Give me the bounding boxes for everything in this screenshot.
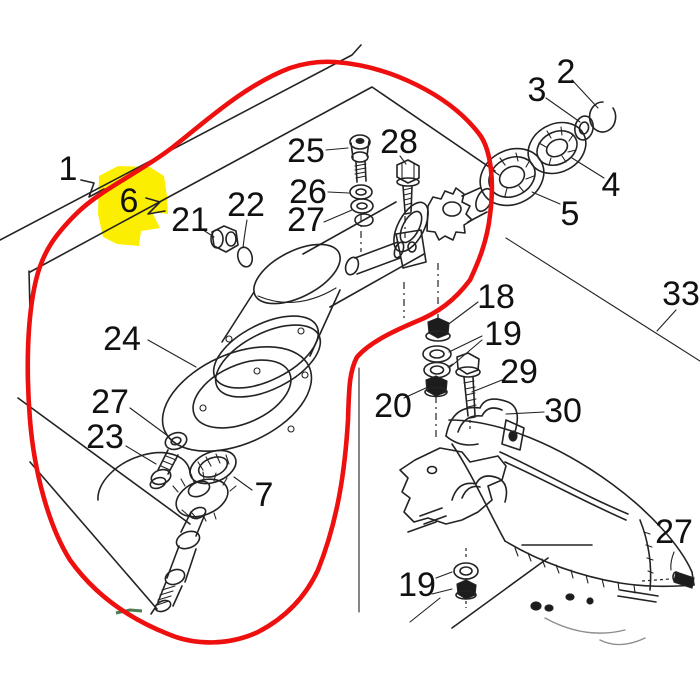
mounting-bracket	[399, 447, 508, 533]
washer-nut-19-bottom	[453, 548, 479, 608]
callout-26: 26	[289, 173, 327, 211]
red-annotation-loop	[25, 59, 495, 645]
cover-ring-24	[97, 346, 313, 501]
screw-27-bottom-right	[641, 571, 695, 589]
washer-27-bolt-23	[149, 431, 188, 490]
callout-20: 20	[374, 387, 412, 425]
callout-24: 24	[103, 320, 141, 358]
callout-22: 22	[227, 186, 265, 224]
nut-21-washer-22	[210, 225, 254, 268]
callout-25: 25	[287, 132, 325, 170]
callout-21: 21	[171, 201, 209, 239]
fastener-stack-18-19-20	[422, 263, 454, 438]
inset-borders	[358, 237, 700, 613]
washer-3	[574, 115, 594, 141]
bearing-4	[527, 121, 587, 175]
callout-19: 19	[484, 315, 522, 353]
callout-33: 33	[662, 275, 700, 313]
callout-6-highlighted: 6	[120, 182, 139, 220]
bearing-5	[479, 147, 545, 207]
leader-lines	[125, 79, 677, 623]
callout-18: 18	[477, 278, 515, 316]
callout-19: 19	[398, 566, 436, 604]
callout-30: 30	[544, 392, 582, 430]
callout-4: 4	[602, 166, 621, 204]
callout-27: 27	[287, 201, 325, 239]
clamp-30	[445, 398, 525, 451]
bolt-25-washers-26-27	[349, 134, 374, 252]
callout-1: 1	[59, 150, 78, 188]
callout-23: 23	[86, 418, 124, 456]
callout-7: 7	[255, 476, 274, 514]
callout-27: 27	[655, 513, 693, 551]
callout-3: 3	[528, 71, 547, 109]
callout-28: 28	[380, 123, 418, 161]
callout-27: 27	[91, 383, 129, 421]
callout-2: 2	[557, 53, 576, 91]
callout-29: 29	[500, 353, 538, 391]
callout-5: 5	[561, 195, 580, 233]
pinion-shaft	[150, 506, 207, 615]
bevel-gear-7	[172, 471, 237, 522]
bolt-28	[396, 159, 420, 318]
snap-ring-2	[588, 101, 617, 133]
guard-shield	[448, 419, 695, 646]
gearbox-housing	[212, 201, 429, 398]
